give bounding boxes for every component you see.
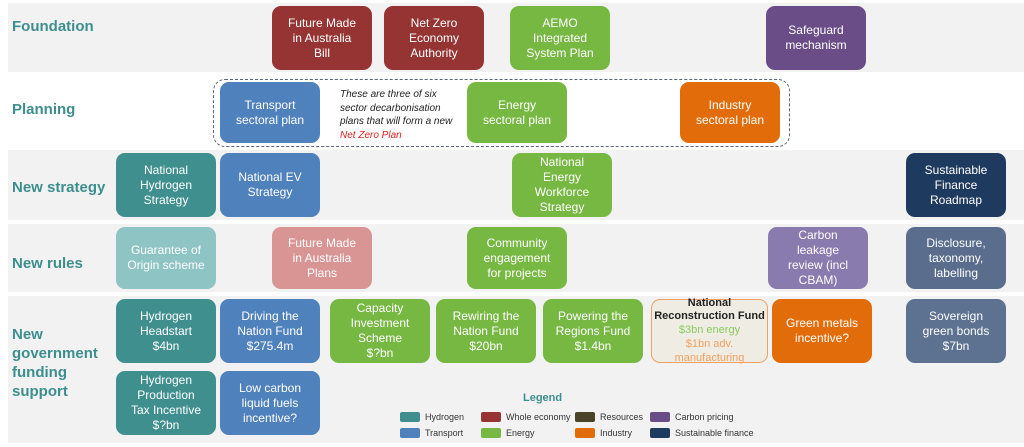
legend: Legend Hydrogen Transport Whole economy …: [395, 392, 765, 442]
note-text: These are three of six sector decarbonis…: [340, 89, 453, 127]
box-fmia-plans: Future Made in Australia Plans: [272, 227, 372, 289]
legend-label: Hydrogen: [425, 412, 465, 422]
box-sf-roadmap: Sustainable Finance Roadmap: [906, 153, 1006, 217]
box-hptc: Hydrogen Production Tax Incentive $?bn: [116, 371, 216, 435]
box-aemo: AEMO Integrated System Plan: [510, 6, 610, 70]
sector-plans-note: These are three of six sector decarbonis…: [340, 88, 462, 142]
legend-label: Transport: [425, 428, 464, 438]
legend-title: Legend: [523, 392, 563, 404]
box-green-metals: Green metals incentive?: [772, 299, 872, 363]
legend-label: Energy: [506, 428, 535, 438]
legend-sustainable-finance: Sustainable finance: [650, 428, 754, 438]
box-driving-nation: Driving the Nation Fund $275.4m: [220, 299, 320, 363]
swatch: [575, 412, 595, 422]
swatch: [481, 428, 501, 438]
box-industry-plan: Industry sectoral plan: [680, 82, 780, 143]
legend-resources: Resources: [575, 412, 643, 422]
box-nzea: Net Zero Economy Authority: [384, 6, 484, 70]
nrf-manufacturing: $1bn adv. manufacturing: [674, 338, 745, 364]
legend-label: Industry: [600, 428, 633, 438]
row-label-foundation: Foundation: [12, 18, 94, 35]
legend-industry: Industry: [575, 428, 632, 438]
legend-carbon-pricing: Carbon pricing: [650, 412, 734, 422]
legend-transport: Transport: [400, 428, 463, 438]
legend-label: Resources: [600, 412, 644, 422]
box-transport-plan: Transport sectoral plan: [220, 82, 320, 143]
swatch: [650, 428, 670, 438]
row-label-rules: New rules: [12, 255, 83, 272]
box-nrf: National Reconstruction Fund $3bn energy…: [651, 297, 768, 364]
box-hydrogen-headstart: Hydrogen Headstart $4bn: [116, 299, 216, 363]
box-carbon-leakage: Carbon leakage review (incl CBAM): [768, 227, 868, 289]
note-highlight: Net Zero Plan: [340, 129, 402, 141]
box-workforce-strategy: National Energy Workforce Strategy: [512, 153, 612, 217]
swatch: [400, 412, 420, 422]
row-label-strategy: New strategy: [12, 179, 106, 196]
box-ev-strategy: National EV Strategy: [220, 153, 320, 217]
legend-label: Whole economy: [506, 412, 571, 422]
row-label-funding: New government funding support: [12, 326, 98, 400]
legend-hydrogen: Hydrogen: [400, 412, 464, 422]
legend-label: Sustainable finance: [675, 428, 754, 438]
box-safeguard: Safeguard mechanism: [766, 6, 866, 70]
nrf-title: National Reconstruction Fund: [654, 297, 765, 322]
legend-energy: Energy: [481, 428, 535, 438]
box-cis: Capacity Investment Scheme $?bn: [330, 299, 430, 363]
box-sovereign-bonds: Sovereign green bonds $7bn: [906, 299, 1006, 363]
nrf-energy: $3bn energy: [678, 324, 741, 336]
box-community: Community engagement for projects: [467, 227, 567, 289]
swatch: [575, 428, 595, 438]
swatch: [481, 412, 501, 422]
box-fmia-bill: Future Made in Australia Bill: [272, 6, 372, 70]
sector-plans-group: [213, 79, 790, 147]
row-label-planning: Planning: [12, 101, 76, 118]
swatch: [650, 412, 670, 422]
box-lclf: Low carbon liquid fuels incentive?: [220, 371, 320, 435]
swatch: [400, 428, 420, 438]
box-energy-plan: Energy sectoral plan: [467, 82, 567, 143]
box-rewiring: Rewiring the Nation Fund $20bn: [436, 299, 536, 363]
box-goo: Guarantee of Origin scheme: [116, 227, 216, 289]
box-disclosure: Disclosure, taxonomy, labelling: [906, 227, 1006, 289]
legend-label: Carbon pricing: [675, 412, 734, 422]
box-hydrogen-strategy: National Hydrogen Strategy: [116, 153, 216, 217]
legend-whole-economy: Whole economy: [481, 412, 571, 422]
box-powering: Powering the Regions Fund $1.4bn: [543, 299, 643, 363]
